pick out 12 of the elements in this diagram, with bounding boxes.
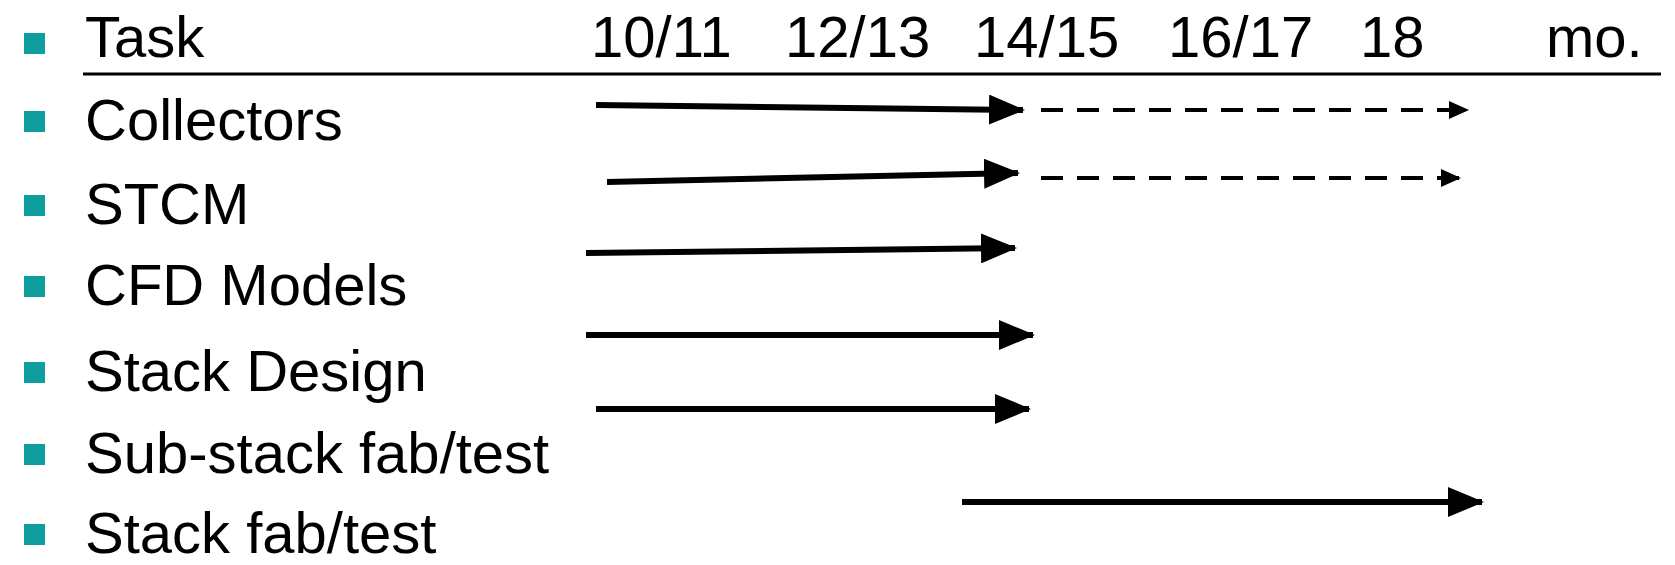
time-period-label: mo. [1546,8,1643,66]
time-period-label: 18 [1360,8,1425,66]
task-label: Sub-stack fab/test [85,424,550,482]
time-period-label: 10/11 [591,8,732,66]
task-label: Collectors [85,91,343,149]
task-label: CFD Models [85,256,408,314]
time-period-label: 12/13 [785,8,931,66]
time-period-label: 14/15 [974,8,1120,66]
task-label: STCM [85,175,250,233]
time-period-label: 16/17 [1168,8,1314,66]
column-header: Task [85,8,205,66]
task-label: Stack fab/test [85,504,437,562]
